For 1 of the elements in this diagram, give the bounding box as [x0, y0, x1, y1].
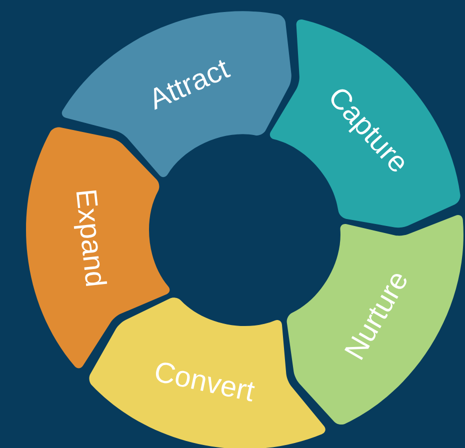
ring-segment: Convert [89, 298, 326, 448]
